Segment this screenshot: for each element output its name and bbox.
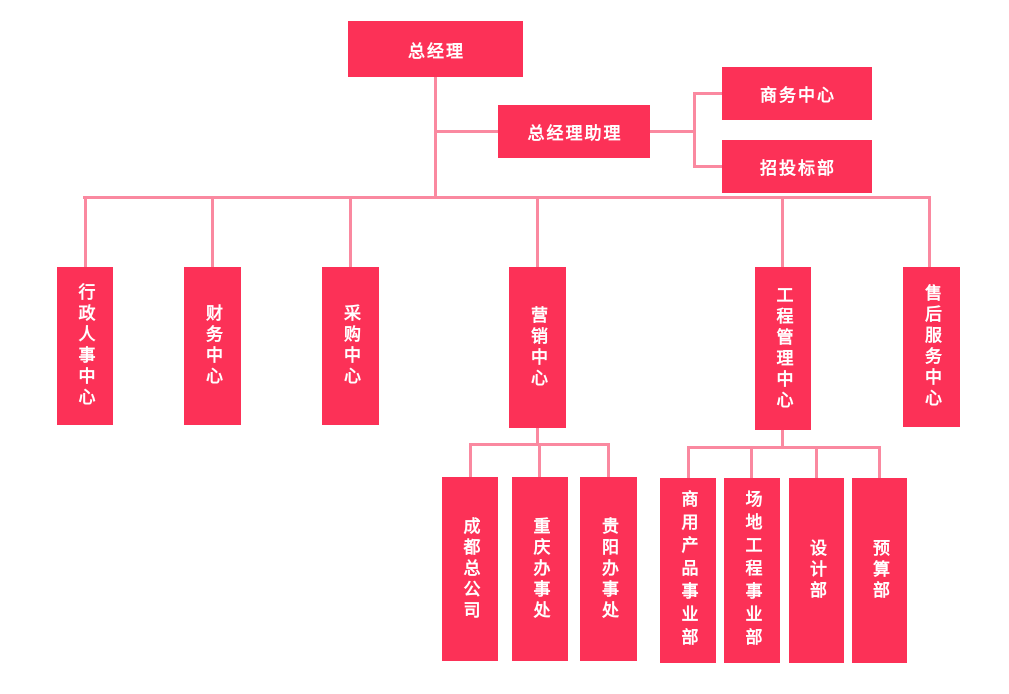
node-label: 成都总公司	[460, 516, 480, 622]
node-label: 商务中心	[760, 86, 836, 105]
node-label: 采购中心	[341, 304, 360, 388]
node-label: 总经理助理	[527, 124, 623, 143]
node-commercial-product-div[interactable]: 商用产品事业部	[660, 478, 716, 663]
node-label: 场地工程事业部	[742, 490, 762, 651]
node-general-manager[interactable]: 总经理	[348, 21, 523, 77]
node-business-center[interactable]: 商务中心	[722, 67, 872, 120]
node-design-dept[interactable]: 设计部	[789, 478, 844, 663]
node-chongqing-office[interactable]: 重庆办事处	[512, 477, 568, 661]
node-site-engineering-div[interactable]: 场地工程事业部	[724, 478, 780, 663]
connector-to-assistant	[434, 130, 498, 133]
connector-trunk	[434, 76, 437, 199]
connector-drop-design	[815, 446, 818, 478]
connector-assistant-branch	[693, 92, 696, 168]
node-procurement-center[interactable]: 采购中心	[322, 267, 379, 425]
node-admin-hr-center[interactable]: 行政人事中心	[57, 267, 113, 425]
node-label: 贵阳办事处	[599, 516, 618, 622]
node-label: 商用产品事业部	[678, 490, 698, 651]
node-finance-center[interactable]: 财务中心	[184, 267, 241, 425]
connector-drop-chongqing	[538, 443, 541, 477]
node-guiyang-office[interactable]: 贵阳办事处	[580, 477, 637, 661]
connector-main-rail	[83, 196, 931, 199]
connector-drop-admin-hr	[84, 196, 87, 267]
node-gm-assistant[interactable]: 总经理助理	[498, 105, 650, 158]
node-label: 总经理	[408, 41, 465, 61]
node-label: 重庆办事处	[530, 516, 550, 622]
connector-engineering-rail	[687, 446, 881, 449]
connector-drop-marketing	[536, 196, 539, 267]
connector-drop-site	[750, 446, 753, 478]
node-label: 行政人事中心	[75, 283, 95, 409]
node-engineering-mgmt-center[interactable]: 工程管理中心	[755, 267, 811, 430]
node-label: 设计部	[807, 539, 826, 602]
node-label: 售后服务中心	[922, 284, 941, 410]
connector-marketing-stub	[536, 427, 539, 445]
connector-drop-commercial	[687, 446, 690, 478]
node-budget-dept[interactable]: 预算部	[852, 478, 907, 663]
node-label: 财务中心	[203, 304, 222, 388]
connector-assistant-right	[650, 130, 696, 133]
node-label: 工程管理中心	[773, 285, 793, 412]
node-chengdu-hq[interactable]: 成都总公司	[442, 477, 498, 661]
node-aftersales-center[interactable]: 售后服务中心	[903, 267, 960, 427]
connector-drop-procurement	[349, 196, 352, 267]
connector-drop-finance	[211, 196, 214, 267]
node-label: 招投标部	[760, 159, 836, 178]
connector-to-business-center	[693, 92, 722, 95]
node-label: 预算部	[870, 539, 889, 602]
connector-engineering-stub	[781, 430, 784, 449]
connector-drop-budget	[878, 446, 881, 478]
connector-to-bidding-dept	[693, 165, 722, 168]
node-label: 营销中心	[528, 305, 547, 390]
connector-drop-aftersales	[928, 196, 931, 267]
connector-drop-chengdu	[469, 443, 472, 477]
node-bidding-dept[interactable]: 招投标部	[722, 140, 872, 193]
connector-drop-engineering	[781, 196, 784, 267]
connector-drop-guiyang	[607, 443, 610, 477]
node-marketing-center[interactable]: 营销中心	[509, 267, 566, 428]
